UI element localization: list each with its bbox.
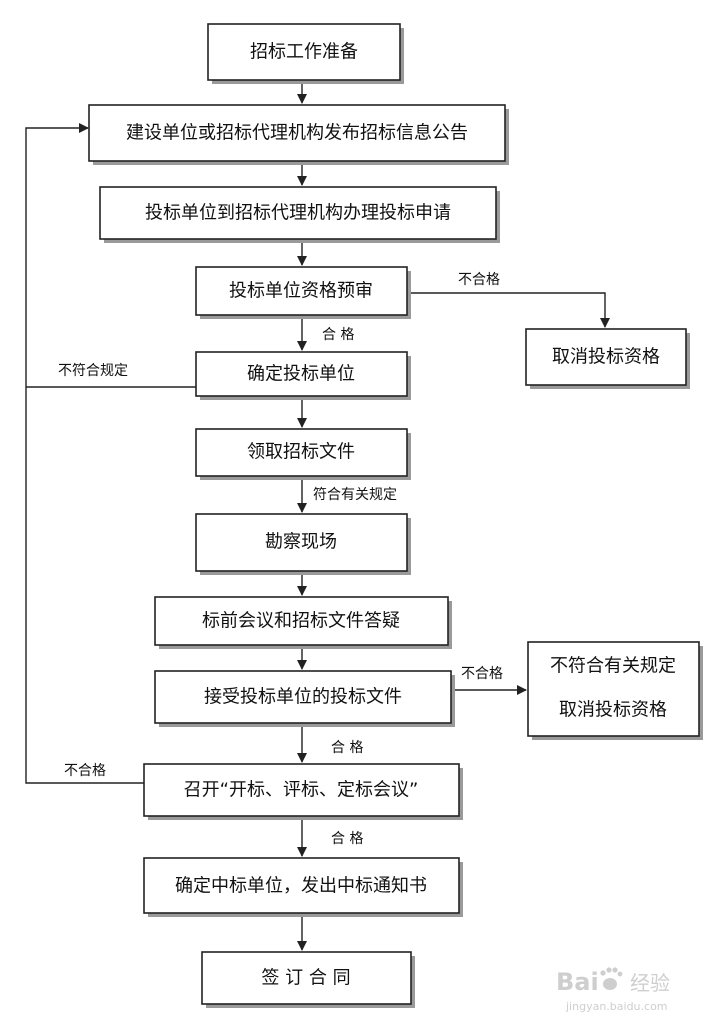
label-confirm-fail: 不符合规定 xyxy=(58,363,128,379)
edge-prequal-cancel xyxy=(409,292,610,328)
node-confirm-bidders-label: 确定投标单位 xyxy=(247,364,355,385)
node-prepare: 招标工作准备 xyxy=(207,23,404,84)
node-apply-label: 投标单位到招标代理机构办理投标申请 xyxy=(145,203,451,224)
node-announce-label: 建设单位或招标代理机构发布招标信息公告 xyxy=(126,123,468,144)
label-receive-pass: 合 格 xyxy=(331,740,363,756)
node-confirm-bidders: 确定投标单位 xyxy=(195,351,411,400)
node-receive-bids-label: 接受投标单位的投标文件 xyxy=(204,687,402,708)
node-site-visit-label: 勘察现场 xyxy=(265,532,337,553)
node-nonconform-line1: 不符合有关规定 xyxy=(550,656,676,677)
watermark-url: jingyan.baidu.com xyxy=(565,1000,668,1013)
node-prequal: 投标单位资格预审 xyxy=(195,266,411,319)
node-apply: 投标单位到招标代理机构办理投标申请 xyxy=(99,186,500,243)
node-contract-label: 签 订 合 同 xyxy=(261,968,350,989)
watermark-brand-suffix: 经验 xyxy=(630,971,670,995)
node-cancel-qual: 取消投标资格 xyxy=(525,328,690,389)
node-get-docs-label: 领取招标文件 xyxy=(247,442,355,463)
node-site-visit: 勘察现场 xyxy=(195,513,411,575)
label-prequal-pass: 合 格 xyxy=(322,327,354,343)
label-prequal-fail: 不合格 xyxy=(458,272,500,288)
node-announce: 建设单位或招标代理机构发布招标信息公告 xyxy=(88,104,509,165)
node-award-label: 确定中标单位，发出中标通知书 xyxy=(175,876,427,897)
node-bid-meeting-label: 召开“开标、评标、定标会议” xyxy=(184,780,419,801)
label-meeting-pass: 合 格 xyxy=(331,831,363,847)
node-get-docs: 领取招标文件 xyxy=(195,428,411,480)
edge-meeting-loopback xyxy=(25,123,144,784)
node-prebid-meeting-label: 标前会议和招标文件答疑 xyxy=(202,611,400,632)
node-nonconform-cancel: 不符合有关规定 取消投标资格 xyxy=(527,641,703,740)
paw-icon xyxy=(600,967,623,990)
node-award: 确定中标单位，发出中标通知书 xyxy=(143,857,463,917)
node-prequal-label: 投标单位资格预审 xyxy=(229,281,373,302)
node-bid-meeting: 召开“开标、评标、定标会议” xyxy=(143,763,463,820)
node-receive-bids: 接受投标单位的投标文件 xyxy=(154,670,455,727)
node-contract: 签 订 合 同 xyxy=(201,951,415,1008)
node-cancel-qual-label: 取消投标资格 xyxy=(552,347,660,368)
label-docs-conform: 符合有关规定 xyxy=(313,487,397,503)
label-receive-fail: 不合格 xyxy=(461,666,503,682)
label-meeting-fail: 不合格 xyxy=(64,763,106,779)
watermark-brand: Bai xyxy=(556,968,599,996)
node-prepare-label: 招标工作准备 xyxy=(250,42,358,63)
node-nonconform-line2: 取消投标资格 xyxy=(559,700,667,721)
baidu-watermark: Bai 经验 jingyan.baidu.com xyxy=(556,967,670,1013)
node-prebid-meeting: 标前会议和招标文件答疑 xyxy=(154,596,452,649)
